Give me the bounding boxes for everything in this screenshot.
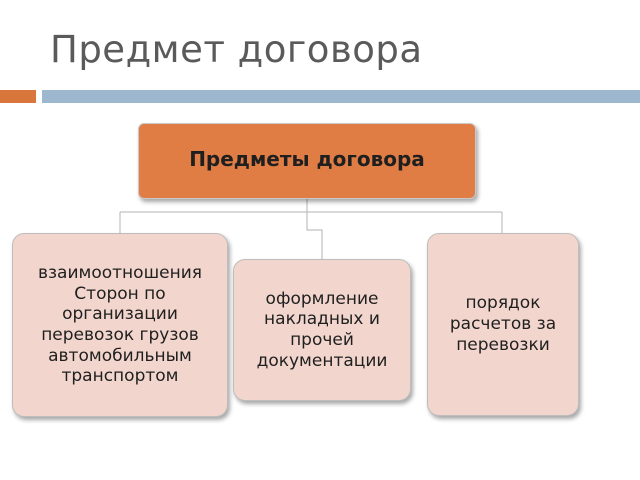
connector-to-middle xyxy=(306,212,323,259)
root-node: Предметы договора xyxy=(138,123,476,199)
accent-bar-orange xyxy=(0,90,36,103)
slide-title: Предмет договора xyxy=(50,28,423,71)
child-node-documents: оформление накладных и прочей документац… xyxy=(233,259,411,401)
accent-bar-blue xyxy=(42,90,640,103)
child-node-payment: порядок расчетов за перевозки xyxy=(427,233,579,416)
child-node-relations: взаимоотношения Сторон по организации пе… xyxy=(12,233,228,417)
